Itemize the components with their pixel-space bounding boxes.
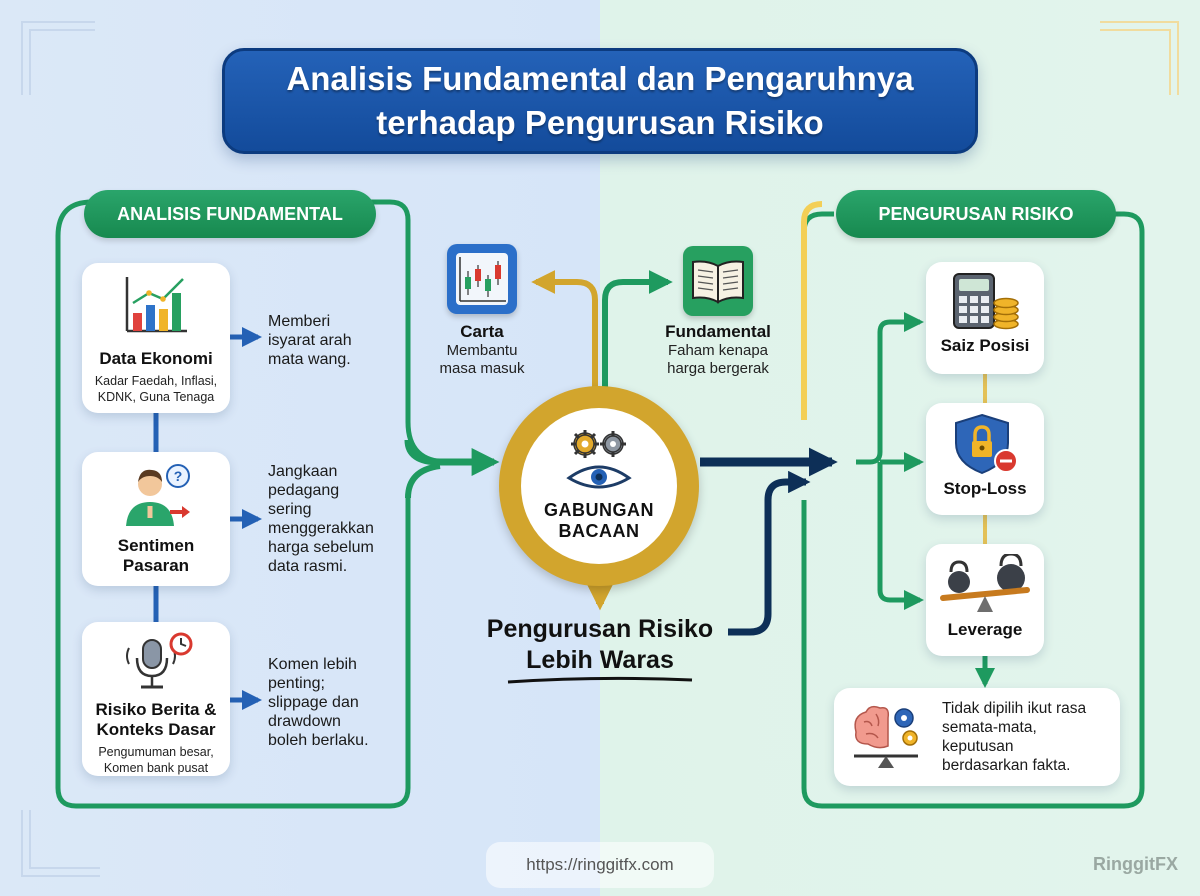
title-banner: Analisis Fundamental dan Pengaruhnya ter… [222, 48, 978, 154]
hub-line-1: GABUNGAN [544, 500, 654, 520]
note-line: Komen lebih [268, 656, 357, 673]
conclusion-line: keputusan [942, 738, 1014, 755]
card-saiz-posisi: Saiz Posisi [926, 262, 1044, 374]
right-panel-label: PENGURUSAN RISIKO [836, 190, 1116, 238]
note-line: sering [268, 501, 312, 518]
note-line: drawdown [268, 713, 341, 730]
card-subtitle-2: Komen bank pusat [103, 761, 209, 775]
card-subtitle-1: Pengumuman besar, [98, 745, 214, 759]
result-text: Pengurusan Risiko Lebih Waras [440, 614, 760, 676]
fundamental-desc-2: harga bergerak [667, 360, 769, 377]
footer-url[interactable]: https://ringgitfx.com [486, 842, 714, 888]
left-to-hub-arrow [404, 439, 500, 476]
note-risiko-berita: Komen lebih penting; slippage dan drawdo… [268, 655, 398, 750]
carta-title: Carta [460, 322, 504, 341]
note-line: menggerakkan [268, 520, 374, 537]
note-line: Jangkaan [268, 463, 338, 480]
note-line: penting; [268, 675, 325, 692]
left-lower-join [405, 463, 441, 499]
carta-label: Carta Membantu masa masuk [430, 322, 534, 378]
note-line: slippage dan [268, 694, 359, 711]
corner-ornament-tr [1100, 21, 1179, 95]
hub-inner: GABUNGAN BACAAN [521, 408, 677, 564]
bar-chart-icon [125, 277, 187, 333]
corner-ornament-tl [21, 21, 95, 95]
card-title: Stop-Loss [943, 479, 1027, 498]
kettlebell-seesaw-icon [940, 554, 1030, 612]
fundamental-title: Fundamental [665, 322, 771, 341]
corner-ornament-bl [21, 810, 100, 877]
result-line-1: Pengurusan Risiko [486, 615, 714, 643]
conclusion-line: Tidak dipilih ikut rasa [942, 700, 1087, 717]
thinking-person-icon: ? [126, 464, 190, 526]
fundamental-label: Fundamental Faham kenapa harga bergerak [652, 322, 784, 378]
brain-balance-icon [854, 705, 918, 768]
card-conclusion: Tidak dipilih ikut rasa semata-mata, kep… [834, 688, 1120, 786]
title-line-2: terhadap Pengurusan Risiko [376, 104, 824, 141]
title-line-1: Analisis Fundamental dan Pengaruhnya [286, 60, 914, 97]
fundamental-desc-1: Faham kenapa [667, 342, 769, 359]
card-leverage: Leverage [926, 544, 1044, 656]
result-line-2: Lebih Waras [526, 646, 674, 674]
open-book-icon [692, 260, 744, 304]
card-subtitle-1: Kadar Faedah, Inflasi, [94, 374, 218, 388]
carta-desc-1: Membantu [446, 342, 518, 359]
note-line: data rasmi. [268, 558, 348, 575]
card-title-1: Sentimen [117, 536, 195, 555]
card-subtitle-2: KDNK, Guna Tenaga [97, 390, 215, 404]
branch-trunk [856, 312, 924, 465]
result-to-right-arrow [728, 470, 811, 636]
hub-gabungan-bacaan: GABUNGAN BACAAN [499, 386, 699, 586]
hub-line-2: BACAAN [558, 521, 640, 541]
card-title-2: Pasaran [122, 556, 190, 575]
carta-tile [447, 244, 517, 314]
microphone-clock-icon [126, 632, 193, 689]
conclusion-text: Tidak dipilih ikut rasa semata-mata, kep… [942, 699, 1086, 775]
left-panel-label: ANALISIS FUNDAMENTAL [84, 190, 376, 238]
shield-lock-icon [955, 413, 1018, 475]
card-stop-loss: Stop-Loss [926, 403, 1044, 515]
calculator-coins-icon [953, 273, 1019, 330]
note-line: mata wang. [268, 351, 351, 368]
card-title-1: Risiko Berita & [95, 700, 217, 719]
svg-text:?: ? [174, 468, 183, 484]
conclusion-line: berdasarkan fakta. [942, 757, 1071, 774]
carta-desc-2: masa masuk [439, 360, 525, 377]
card-risiko-berita: Risiko Berita & Konteks Dasar Pengumuman… [82, 622, 230, 776]
card-title: Saiz Posisi [940, 336, 1030, 355]
note-line: harga sebelum [268, 539, 374, 556]
fundamental-tile [683, 246, 753, 316]
card-data-ekonomi: Data Ekonomi Kadar Faedah, Inflasi, KDNK… [82, 263, 230, 413]
result-underline [507, 676, 693, 684]
candlestick-icon [456, 253, 508, 305]
card-title: Data Ekonomi [99, 349, 213, 368]
gears-eye-icon [566, 430, 632, 489]
card-title-2: Konteks Dasar [96, 720, 216, 739]
brand-watermark: RinggitFX [1093, 854, 1178, 874]
note-line: isyarat arah [268, 332, 352, 349]
right-panel-gold-accent [801, 201, 823, 420]
note-line: pedagang [268, 482, 340, 499]
hub-to-fundamental-arrow [602, 270, 673, 388]
note-sentimen: Jangkaan pedagang sering menggerakkan ha… [268, 462, 402, 576]
hub-to-carta-arrow [531, 270, 598, 388]
note-data-ekonomi: Memberi isyarat arah mata wang. [268, 312, 398, 369]
conclusion-line: semata-mata, [942, 719, 1037, 736]
note-line: Memberi [268, 313, 331, 330]
card-sentimen-pasaran: ? Sentimen Pasaran [82, 452, 230, 586]
branch-leverage [877, 462, 924, 610]
note-line: boleh berlaku. [268, 732, 369, 749]
card-title: Leverage [947, 620, 1023, 639]
